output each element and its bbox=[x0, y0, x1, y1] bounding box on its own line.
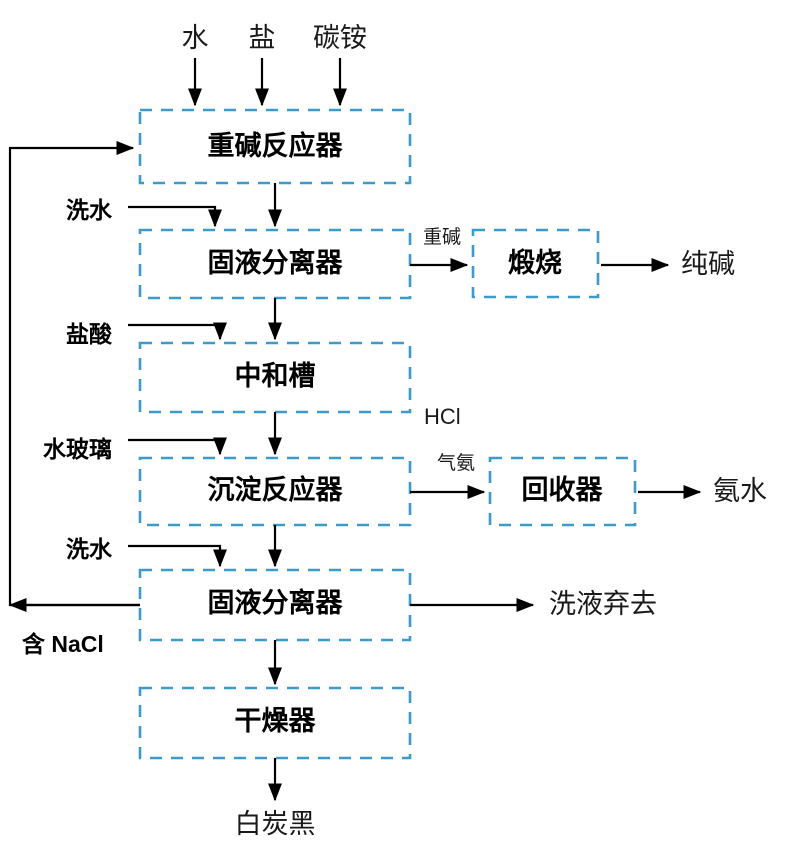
stream-label-heavy-alkali: 重碱 bbox=[423, 226, 461, 248]
box-recovery-unit[interactable] bbox=[488, 456, 637, 527]
output-label-soda-ash: 纯碱 bbox=[681, 249, 735, 279]
arrow-hydrochloric-acid-to-neutralization bbox=[128, 322, 228, 341]
box-dryer[interactable] bbox=[138, 686, 412, 760]
box-label-calcination: 煅烧 bbox=[508, 247, 562, 278]
feed-label-wash-water-2: 洗水 bbox=[66, 536, 113, 562]
box-label-heavy-alkali-reactor: 重碱反应器 bbox=[208, 130, 344, 161]
output-label-waste-wash-liquid: 洗液弃去 bbox=[549, 589, 657, 619]
feed-label-ammonium-bicarbonate: 碳铵 bbox=[313, 23, 367, 53]
box-solid-liquid-separator-2[interactable] bbox=[138, 568, 412, 642]
feed-label-salt: 盐 bbox=[249, 23, 276, 53]
box-label-dryer: 干燥器 bbox=[235, 706, 317, 736]
feed-label-hydrochloric-acid: 盐酸 bbox=[66, 321, 113, 347]
arrow-wash-water-2-to-separator2 bbox=[128, 544, 228, 568]
box-label-neutralization-tank: 中和槽 bbox=[235, 361, 316, 391]
box-label-solid-liquid-separator-2: 固液分离器 bbox=[208, 587, 344, 618]
box-label-precipitation-reactor: 沉淀反应器 bbox=[208, 474, 344, 505]
box-label-recovery-unit: 回收器 bbox=[522, 475, 604, 505]
hcl-note: HCl bbox=[424, 404, 461, 429]
feed-label-wash-water-1: 洗水 bbox=[66, 197, 113, 223]
feed-label-water: 水 bbox=[182, 23, 209, 53]
box-heavy-alkali-reactor[interactable] bbox=[138, 108, 412, 185]
output-label-ammonia-water: 氨水 bbox=[713, 476, 767, 506]
arrow-wash-water-1-to-separator1 bbox=[128, 205, 223, 228]
box-calcination[interactable] bbox=[471, 228, 600, 299]
arrow-water-glass-to-precipitation bbox=[128, 437, 228, 456]
stream-label-ammonia-gas: 气氨 bbox=[437, 452, 475, 474]
box-label-solid-liquid-separator-1: 固液分离器 bbox=[208, 247, 344, 278]
nacl-recycle-note: 含 NaCl bbox=[22, 631, 104, 657]
feed-label-water-glass: 水玻璃 bbox=[43, 436, 112, 462]
output-label-white-carbon-black: 白炭黑 bbox=[235, 809, 316, 839]
